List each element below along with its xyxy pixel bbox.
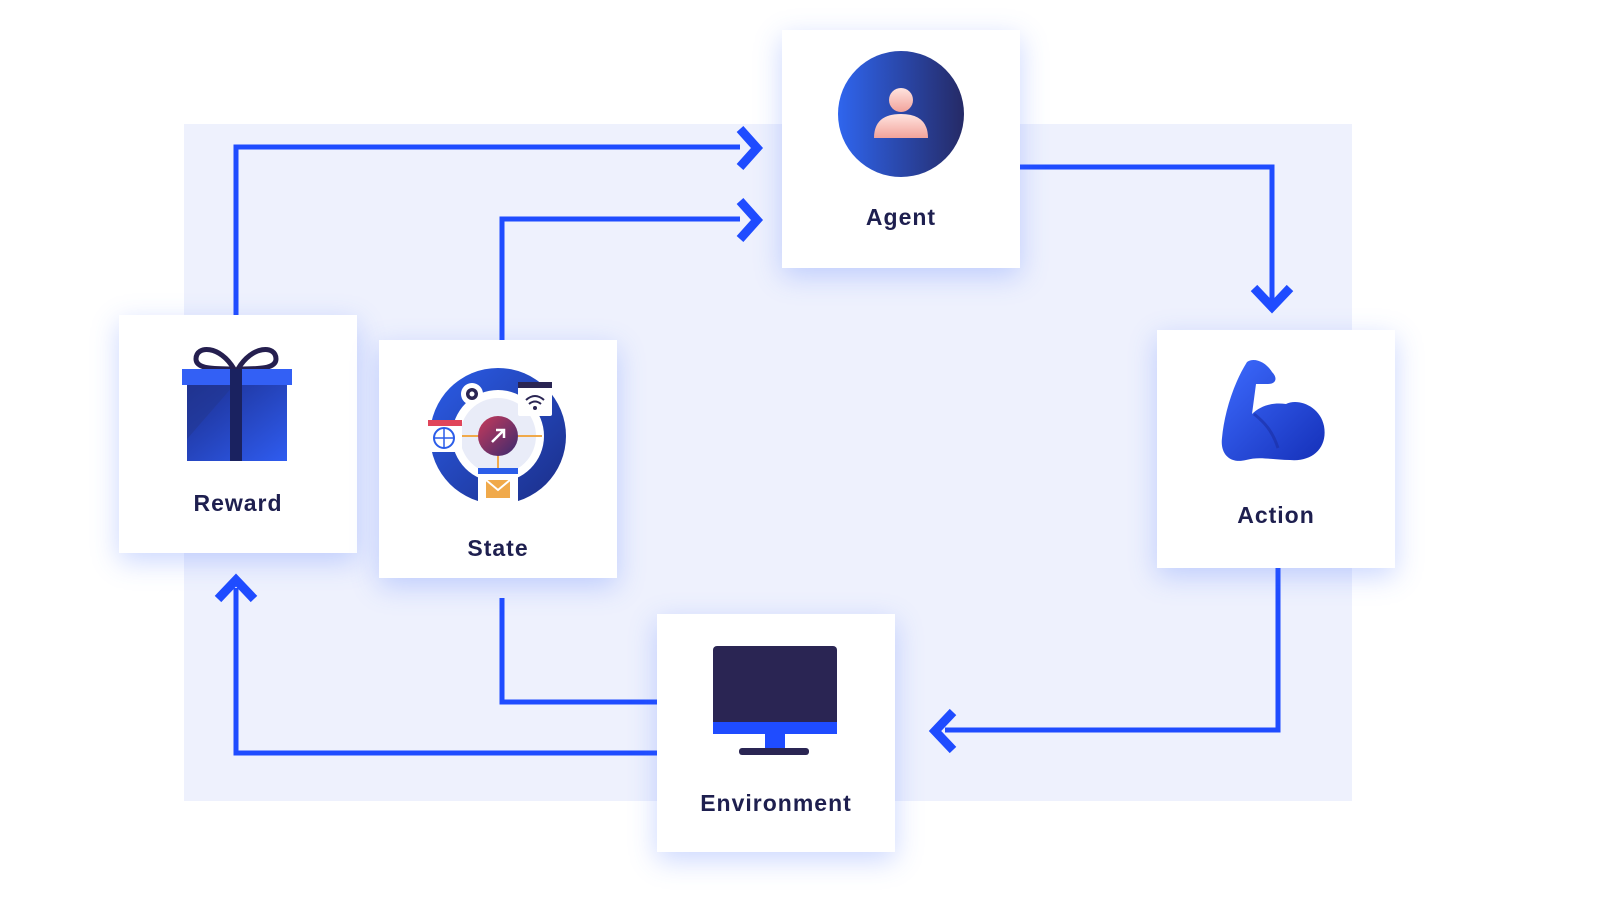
arrowhead-reward-to-agent <box>736 125 764 171</box>
state-network-icon <box>379 366 617 506</box>
arrowhead-environment-to-reward <box>214 573 258 603</box>
monitor-icon <box>657 644 895 762</box>
environment-label: Environment <box>700 790 852 816</box>
edge-state-to-agent <box>499 216 740 340</box>
action-label: Action <box>1237 502 1315 528</box>
agent-label: Agent <box>865 204 937 230</box>
arrowhead-agent-to-action <box>1250 284 1294 314</box>
globe-window-icon <box>428 420 462 452</box>
state-node: State <box>379 340 617 578</box>
arrowhead-state-to-agent <box>736 197 764 243</box>
edge-reward-to-agent <box>233 144 740 315</box>
mail-window-icon <box>478 468 518 504</box>
action-node: Action <box>1157 330 1395 568</box>
flexed-arm-icon <box>1157 356 1395 468</box>
edge-agent-to-action <box>1020 164 1275 302</box>
arrowhead-action-to-environment <box>928 708 957 754</box>
agent-node: Agent <box>782 30 1020 268</box>
edge-environment-to-reward <box>233 588 657 756</box>
state-label: State <box>467 535 529 561</box>
reward-node: Reward <box>119 315 357 553</box>
reward-label: Reward <box>193 490 283 516</box>
agent-avatar-icon <box>782 50 1020 178</box>
environment-node: Environment <box>657 614 895 852</box>
wifi-window-icon <box>518 382 552 416</box>
edge-environment-to-state <box>499 598 657 705</box>
edge-action-to-environment <box>945 568 1281 733</box>
gift-box-icon <box>119 339 357 465</box>
gear-icon <box>461 383 483 405</box>
